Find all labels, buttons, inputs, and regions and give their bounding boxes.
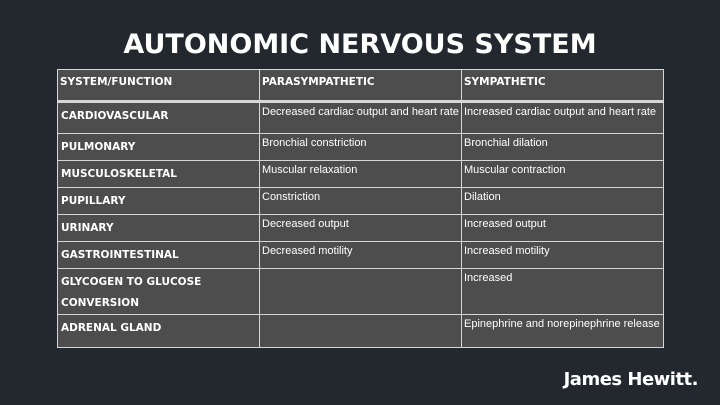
table-row: PULMONARY Bronchial constriction Bronchi… <box>57 133 664 161</box>
sympathetic-cell: Muscular contraction <box>461 160 664 188</box>
parasympathetic-cell: Muscular relaxation <box>259 160 462 188</box>
table-row: MUSCULOSKELETAL Muscular relaxation Musc… <box>57 160 664 188</box>
header-sympathetic: SYMPATHETIC <box>461 69 664 103</box>
table-row: CARDIOVASCULAR Decreased cardiac output … <box>57 101 664 134</box>
parasympathetic-cell <box>259 268 462 315</box>
table-row: ADRENAL GLAND Epinephrine and norepineph… <box>57 314 664 348</box>
sympathetic-cell: Increased motility <box>461 241 664 269</box>
function-cell: URINARY <box>57 214 260 242</box>
header-parasympathetic: PARASYMPATHETIC <box>259 69 462 103</box>
parasympathetic-cell: Decreased cardiac output and heart rate <box>259 101 462 134</box>
autonomic-comparison-table: SYSTEM/FUNCTION PARASYMPATHETIC SYMPATHE… <box>57 69 664 348</box>
function-cell: PULMONARY <box>57 133 260 161</box>
table-row: GASTROINTESTINAL Decreased motility Incr… <box>57 241 664 269</box>
function-cell: GLYCOGEN TO GLUCOSE CONVERSION <box>57 268 260 315</box>
parasympathetic-cell: Decreased motility <box>259 241 462 269</box>
parasympathetic-cell: Decreased output <box>259 214 462 242</box>
sympathetic-cell: Increased cardiac output and heart rate <box>461 101 664 134</box>
table-row: URINARY Decreased output Increased outpu… <box>57 214 664 242</box>
function-cell: GASTROINTESTINAL <box>57 241 260 269</box>
function-cell: ADRENAL GLAND <box>57 314 260 348</box>
parasympathetic-cell: Bronchial constriction <box>259 133 462 161</box>
sympathetic-cell: Increased output <box>461 214 664 242</box>
sympathetic-cell: Dilation <box>461 187 664 215</box>
table-row: PUPILLARY Constriction Dilation <box>57 187 664 215</box>
function-cell: PUPILLARY <box>57 187 260 215</box>
function-cell: CARDIOVASCULAR <box>57 101 260 134</box>
parasympathetic-cell: Constriction <box>259 187 462 215</box>
sympathetic-cell: Epinephrine and norepinephrine release <box>461 314 664 348</box>
table-row: GLYCOGEN TO GLUCOSE CONVERSION Increased <box>57 268 664 315</box>
sympathetic-cell: Bronchial dilation <box>461 133 664 161</box>
sympathetic-cell: Increased <box>461 268 664 315</box>
function-cell: MUSCULOSKELETAL <box>57 160 260 188</box>
header-system-function: SYSTEM/FUNCTION <box>57 69 260 103</box>
brand-logo: James Hewitt. <box>563 369 699 390</box>
parasympathetic-cell <box>259 314 462 348</box>
table-header-row: SYSTEM/FUNCTION PARASYMPATHETIC SYMPATHE… <box>57 69 664 103</box>
slide-title: AUTONOMIC NERVOUS SYSTEM <box>123 29 597 60</box>
